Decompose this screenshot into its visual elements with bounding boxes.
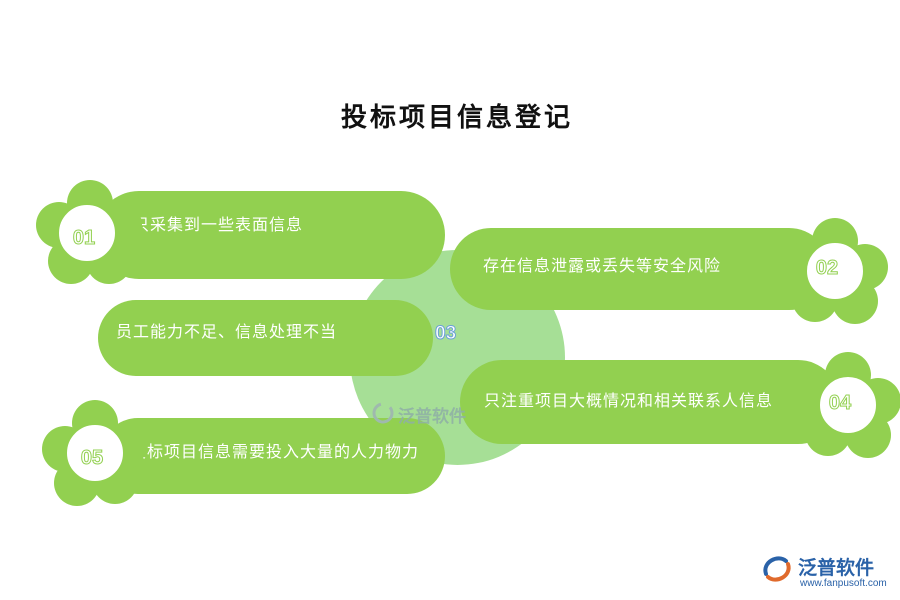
item-05-pill: 投标项目信息需要投入大量的人力物力 xyxy=(100,418,445,494)
item-01-number: 01 xyxy=(72,227,96,250)
item-02-number: 02 xyxy=(815,257,839,280)
item-04-number: 04 xyxy=(828,392,852,415)
company-logo-name: 泛普软件 xyxy=(798,557,875,579)
item-03-text: 员工能力不足、信息处理不当 xyxy=(116,322,338,341)
company-logo-icon xyxy=(763,556,791,582)
center-number: 03 xyxy=(434,323,457,345)
item-01-pill: 只采集到一些表面信息 xyxy=(95,191,445,279)
company-logo-url: www.fanpusoft.com xyxy=(800,578,887,589)
watermark: 泛普软件 xyxy=(398,407,466,427)
item-03-pill: 员工能力不足、信息处理不当 xyxy=(98,300,433,376)
item-04-pill: 只注重项目大概情况和相关联系人信息 xyxy=(460,360,840,444)
item-02-text: 存在信息泄露或丢失等安全风险 xyxy=(483,256,722,275)
item-02-pill: 存在信息泄露或丢失等安全风险 xyxy=(450,228,830,310)
item-02-badge: 02 xyxy=(782,218,888,324)
item-05-text: 投标项目信息需要投入大量的人力物力 xyxy=(130,442,420,461)
item-05-number: 05 xyxy=(80,447,104,470)
item-04-text: 只注重项目大概情况和相关联系人信息 xyxy=(484,391,774,410)
item-01-badge: 01 xyxy=(34,180,142,284)
watermark-logo-icon xyxy=(372,402,394,424)
item-05-badge: 05 xyxy=(42,400,146,506)
item-01-text: 只采集到一些表面信息 xyxy=(133,215,304,234)
page-title: 投标项目信息登记 xyxy=(340,103,573,133)
item-04-badge: 04 xyxy=(795,352,900,458)
